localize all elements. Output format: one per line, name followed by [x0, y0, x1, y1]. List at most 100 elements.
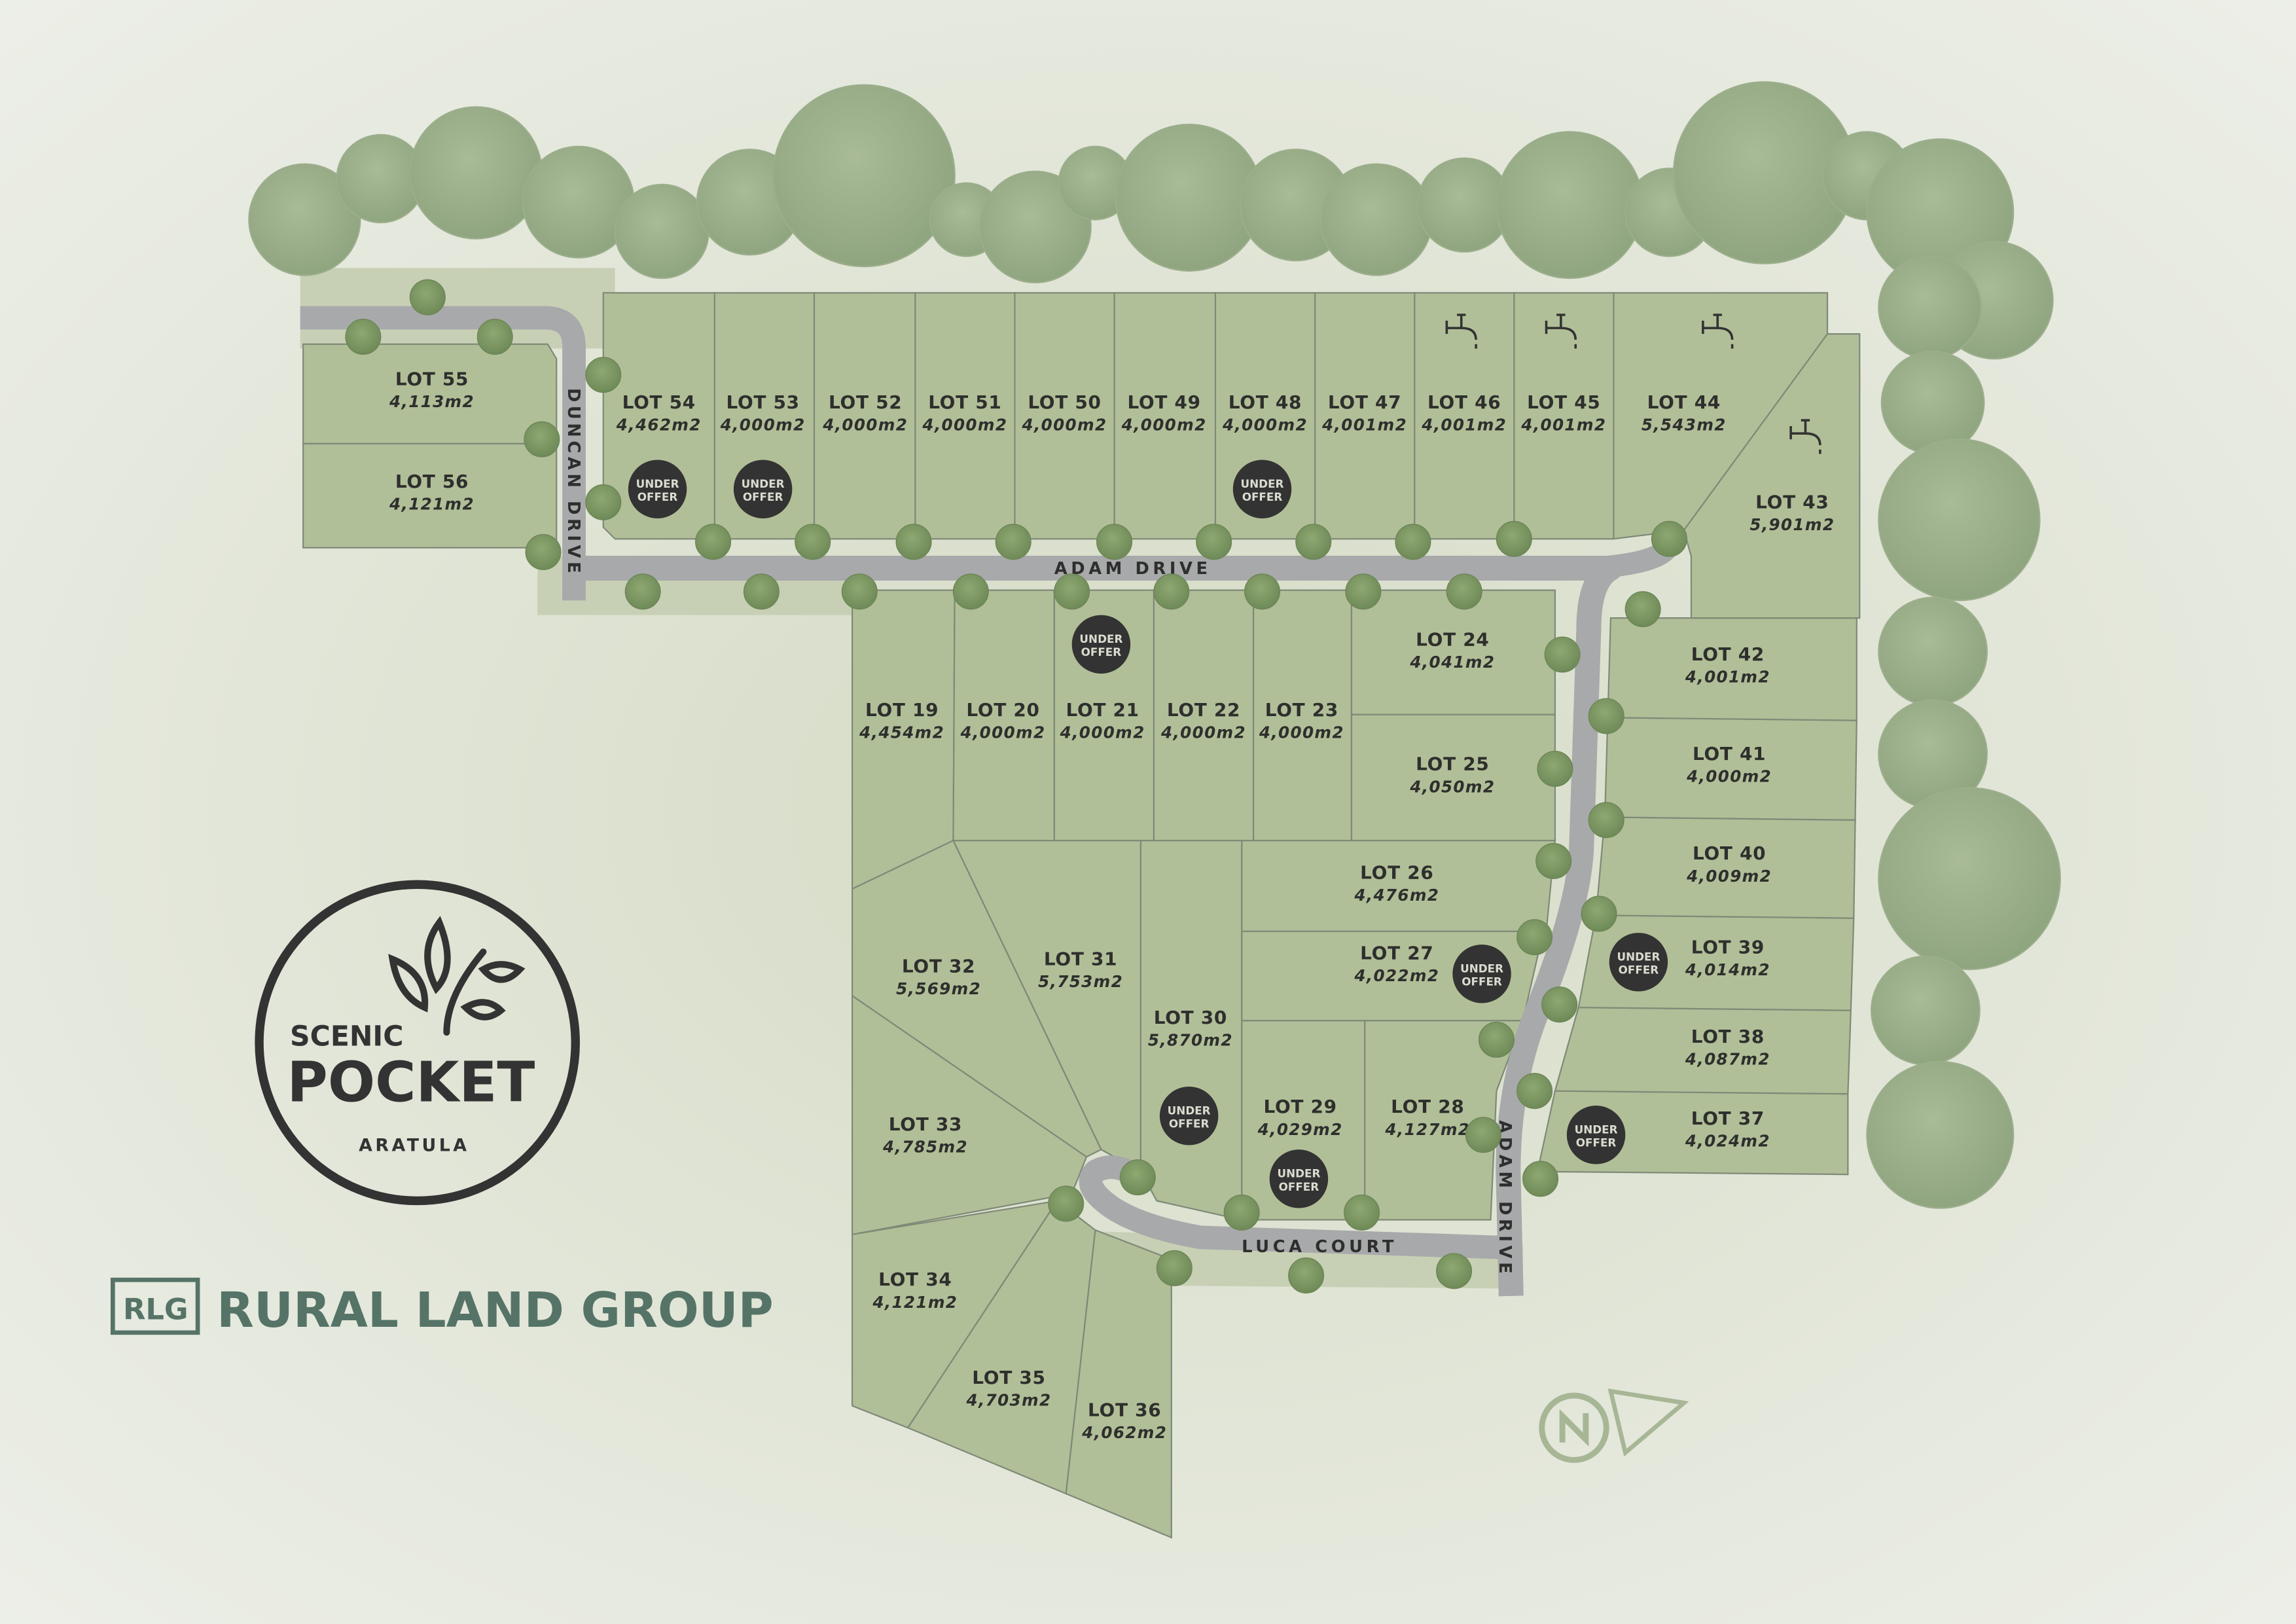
badge-line1: UNDER [1575, 1123, 1618, 1136]
street-tree-icon [1223, 1194, 1260, 1231]
lot-35[interactable]: LOT 354,703m2 [906, 1199, 1096, 1495]
lot-number: LOT 26 [1360, 861, 1433, 883]
logo-aratula: ARATULA [359, 1135, 469, 1155]
water-tap-icon [1445, 314, 1477, 349]
street-tree-icon [525, 533, 562, 570]
street-tree-icon [1153, 573, 1190, 610]
lot-number: LOT 28 [1391, 1096, 1464, 1117]
tree-canopy [248, 81, 2061, 1209]
lot-number: LOT 53 [726, 391, 799, 413]
street-tree-icon [1096, 524, 1133, 560]
lot-32[interactable]: LOT 325,569m2 [851, 839, 1102, 1158]
lot-number: LOT 29 [1264, 1096, 1337, 1117]
lot-number: LOT 55 [395, 368, 469, 389]
street-tree-icon [1651, 520, 1687, 557]
street-tree-icon [795, 524, 831, 560]
lot-parcel[interactable] [1065, 1229, 1172, 1539]
street-tree-icon [1436, 1253, 1473, 1290]
lot-50[interactable]: LOT 504,000m2 [1014, 292, 1115, 540]
street-tree-icon [1496, 520, 1532, 557]
lot-parcel[interactable] [851, 839, 1102, 1158]
tree-icon [1878, 255, 1982, 360]
lot-41[interactable]: LOT 414,000m2 [1604, 717, 1857, 821]
lot-number: LOT 21 [1066, 699, 1139, 721]
scenic-pocket-logo: SCENIC POCKET ARATULA [255, 880, 580, 1206]
lot-number: LOT 36 [1088, 1399, 1161, 1420]
lot-area: 5,569m2 [896, 979, 981, 998]
lot-area: 4,009m2 [1686, 867, 1772, 886]
lot-area: 4,000m2 [1222, 416, 1308, 435]
lot-26[interactable]: LOT 264,476m2 [1241, 840, 1556, 932]
lot-38[interactable]: LOT 384,087m2 [1554, 1007, 1852, 1095]
lot-area: 4,000m2 [720, 416, 806, 435]
lot-28[interactable]: LOT 284,127m2 [1363, 1020, 1524, 1221]
lot-area: 4,703m2 [966, 1391, 1052, 1410]
badge-line2: OFFER [637, 490, 678, 503]
road-luca-court [1079, 1155, 1509, 1259]
lot-46[interactable]: LOT 464,001m2 [1414, 292, 1515, 540]
lot-number: LOT 45 [1527, 391, 1600, 413]
lot-36[interactable]: LOT 364,062m2 [1065, 1229, 1172, 1539]
lot-number: LOT 25 [1416, 753, 1489, 775]
lot-area: 5,870m2 [1148, 1030, 1233, 1049]
lot-22[interactable]: LOT 22 4,000m2 [1153, 589, 1255, 842]
lot-area: 4,000m2 [960, 723, 1046, 742]
street-tree-icon [1544, 636, 1581, 673]
lot-area: 4,024m2 [1685, 1132, 1770, 1151]
lot-31[interactable]: LOT 31 5,753m2 [952, 840, 1141, 1173]
lot-area: 4,000m2 [1160, 723, 1246, 742]
lot-24[interactable]: LOT 244,041m2 [1350, 589, 1556, 715]
lot-number: LOT 42 [1691, 643, 1765, 665]
lot-44[interactable]: LOT 445,543m2 [1613, 292, 1829, 540]
lot-43[interactable]: LOT 435,901m2 [1683, 333, 1861, 619]
lot-30[interactable]: LOT 305,870m2 [1139, 840, 1243, 1221]
lot-number: LOT 22 [1167, 699, 1240, 721]
road-top-duncan [300, 306, 586, 601]
lot-19[interactable]: LOT 194,454m2 [851, 589, 956, 890]
lot-area: 4,001m2 [1520, 416, 1606, 435]
lot-42[interactable]: LOT 424,001m2 [1607, 617, 1857, 721]
lot-number: LOT 47 [1328, 391, 1401, 413]
street-tree-icon [345, 319, 382, 355]
lot-47[interactable]: LOT 474,001m2 [1314, 292, 1416, 540]
lot-area: 5,901m2 [1749, 515, 1835, 534]
badge-line2: OFFER [1081, 645, 1122, 659]
street-tree-icon [1344, 1194, 1380, 1231]
lot-52[interactable]: LOT 52 4,000m2 [813, 292, 916, 540]
lot-number: LOT 31 [1044, 948, 1117, 969]
street-tree-icon [1624, 591, 1661, 628]
badge-line2: OFFER [1169, 1117, 1210, 1130]
lot-number: LOT 51 [928, 391, 1001, 413]
road-adam-drive [574, 555, 1623, 1297]
lot-area: 4,000m2 [822, 416, 908, 435]
lot-55[interactable]: LOT 554,113m2 [302, 343, 558, 444]
street-tree-icon [585, 484, 622, 520]
lot-23[interactable]: LOT 234,000m2 [1252, 589, 1353, 842]
lot-51[interactable]: LOT 514,000m2 [914, 292, 1016, 540]
tree-icon [614, 183, 709, 280]
badge-line1: UNDER [1460, 962, 1503, 975]
street-tree-icon [1395, 524, 1431, 560]
rlg-name: RURAL LAND GROUP [217, 1282, 774, 1339]
street-tree-icon [1196, 524, 1232, 560]
badge-line2: OFFER [743, 490, 783, 503]
lot-area: 5,753m2 [1038, 972, 1123, 991]
lot-number: LOT 52 [829, 391, 902, 413]
tree-icon [772, 84, 956, 268]
lot-25[interactable]: LOT 254,050m2 [1350, 713, 1556, 842]
lot-20[interactable]: LOT 204,000m2 [952, 589, 1055, 842]
lot-number: LOT 33 [889, 1113, 962, 1135]
leaves-icon [388, 916, 526, 1036]
street-tree-icon [1537, 750, 1573, 787]
lot-49[interactable]: LOT 494,000m2 [1113, 292, 1217, 540]
lot-45[interactable]: LOT 45 4,001m2 [1513, 292, 1615, 540]
lot-56[interactable]: LOT 564,121m2 [302, 442, 558, 549]
lot-number: LOT 34 [878, 1269, 952, 1290]
lot-40[interactable]: LOT 404,009m2 [1595, 816, 1856, 919]
